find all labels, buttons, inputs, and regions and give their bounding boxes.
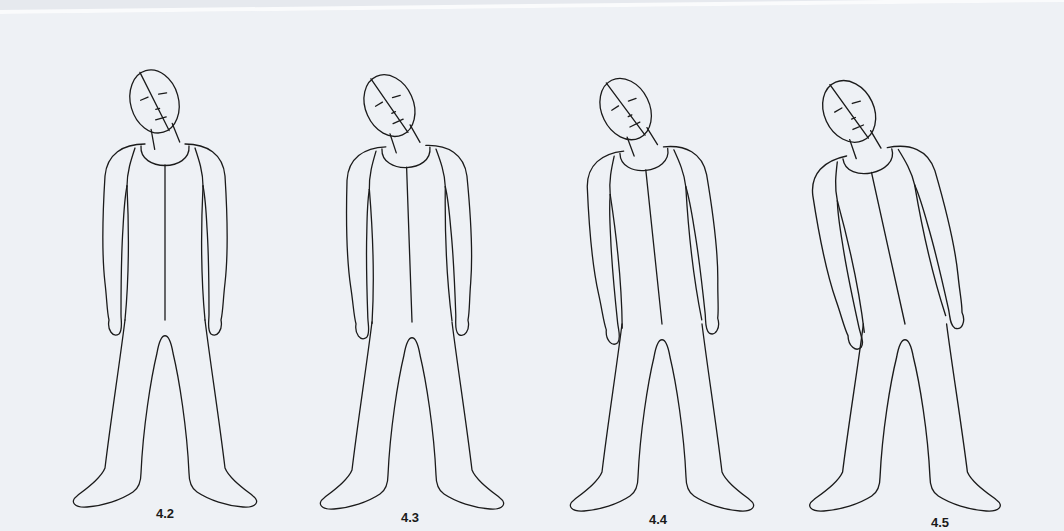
- torso: [804, 139, 972, 352]
- head: [123, 64, 191, 152]
- head-group: [813, 72, 892, 163]
- torso: [103, 144, 228, 335]
- figure-neck-bend: [320, 64, 503, 509]
- figure-number: 4.3: [401, 510, 419, 525]
- head-group: [355, 67, 431, 158]
- figure-number: 4.5: [931, 515, 949, 530]
- figure-upper-trunk-bend: [570, 63, 753, 511]
- legs: [810, 324, 1001, 511]
- head-group: [123, 64, 191, 152]
- head: [813, 72, 892, 163]
- paper-edge: [0, 0, 1064, 12]
- trunk: [786, 61, 971, 351]
- trunk: [103, 64, 228, 335]
- head: [355, 67, 431, 158]
- head: [590, 70, 667, 161]
- figure-full-trunk-bend: [786, 61, 1000, 511]
- torso: [582, 142, 726, 345]
- legs: [320, 322, 503, 509]
- head-group: [590, 70, 667, 161]
- trunk: [573, 63, 725, 345]
- legs: [570, 324, 753, 511]
- legs: [73, 320, 256, 507]
- figure-number: 4.4: [649, 512, 667, 527]
- trunk: [341, 64, 475, 339]
- torso: [344, 144, 475, 339]
- figure-neutral: [73, 64, 256, 507]
- figure-number: 4.2: [156, 506, 174, 521]
